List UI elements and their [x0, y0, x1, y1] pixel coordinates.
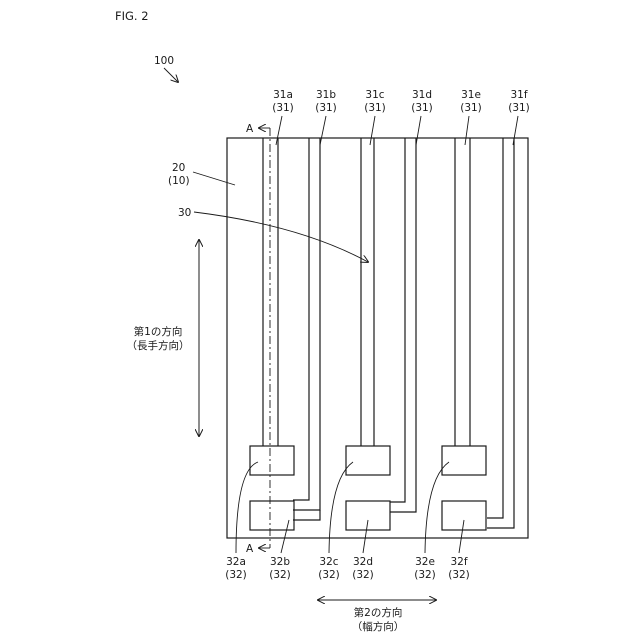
- pad-32d: [346, 501, 390, 530]
- pad-32f: [442, 501, 486, 530]
- section-label-bottom: A: [246, 543, 254, 555]
- terminal-label-31f: 31f: [510, 89, 527, 101]
- top-terminal-leaders: [276, 116, 518, 145]
- trace-31f-32f: [487, 138, 514, 528]
- pad-label-32b: 32b: [270, 556, 290, 568]
- direction1-label: 第1の方向: [134, 325, 183, 338]
- terminal-paren-31b: (31): [315, 102, 337, 114]
- pad-paren-32f: (32): [448, 569, 470, 581]
- terminal-label-31c: 31c: [365, 89, 384, 101]
- trace-31d-32d-inner: [390, 138, 405, 502]
- pad-label-32a: 32a: [226, 556, 246, 568]
- figure-label: FIG. 2: [115, 9, 149, 23]
- top-terminal-labels: 31a (31) 31b (31) 31c (31) 31d (31) 31e …: [272, 89, 530, 114]
- substrate-label-paren: (10): [168, 175, 190, 187]
- terminal-label-31d: 31d: [412, 89, 432, 101]
- bottom-pad-labels: 32a (32) 32b (32) 32c (32) 32d (32) 32e …: [225, 556, 470, 581]
- wiring-label: 30: [178, 207, 191, 219]
- terminal-paren-31e: (31): [460, 102, 482, 114]
- terminal-paren-31c: (31): [364, 102, 386, 114]
- device-ref-leader: [164, 68, 178, 82]
- substrate-leader: [193, 172, 235, 185]
- pad-paren-32b: (32): [269, 569, 291, 581]
- trace-31d-32d: [390, 138, 416, 512]
- substrate-outline: [227, 138, 528, 538]
- terminal-label-31e: 31e: [461, 89, 481, 101]
- pads: [250, 446, 486, 530]
- trace-31b-32b: [293, 138, 320, 510]
- direction2-sublabel: （幅方向）: [352, 620, 405, 633]
- device-ref-label: 100: [154, 55, 174, 67]
- pad-label-32e: 32e: [415, 556, 435, 568]
- substrate-label: 20: [172, 162, 185, 174]
- pad-paren-32d: (32): [352, 569, 374, 581]
- terminal-label-31a: 31a: [273, 89, 293, 101]
- pad-label-32f: 32f: [450, 556, 467, 568]
- direction1-sublabel: （長手方向）: [127, 339, 190, 352]
- trace-31b-32b-inner: [293, 138, 309, 500]
- terminal-paren-31f: (31): [508, 102, 530, 114]
- wiring-leader: [194, 212, 368, 262]
- section-label-top: A: [246, 123, 254, 135]
- trace-31f-32f-inner: [487, 138, 503, 518]
- trace-32b-link: [293, 510, 320, 520]
- pad-32c: [346, 446, 390, 475]
- direction2-label: 第2の方向: [354, 606, 403, 619]
- pad-label-32c: 32c: [319, 556, 338, 568]
- terminal-paren-31a: (31): [272, 102, 294, 114]
- pad-paren-32c: (32): [318, 569, 340, 581]
- terminal-label-31b: 31b: [316, 89, 336, 101]
- wiring-traces: [263, 138, 514, 528]
- pad-paren-32e: (32): [414, 569, 436, 581]
- pad-paren-32a: (32): [225, 569, 247, 581]
- pad-label-32d: 32d: [353, 556, 373, 568]
- pad-32e: [442, 446, 486, 475]
- terminal-paren-31d: (31): [411, 102, 433, 114]
- pad-32a: [250, 446, 294, 475]
